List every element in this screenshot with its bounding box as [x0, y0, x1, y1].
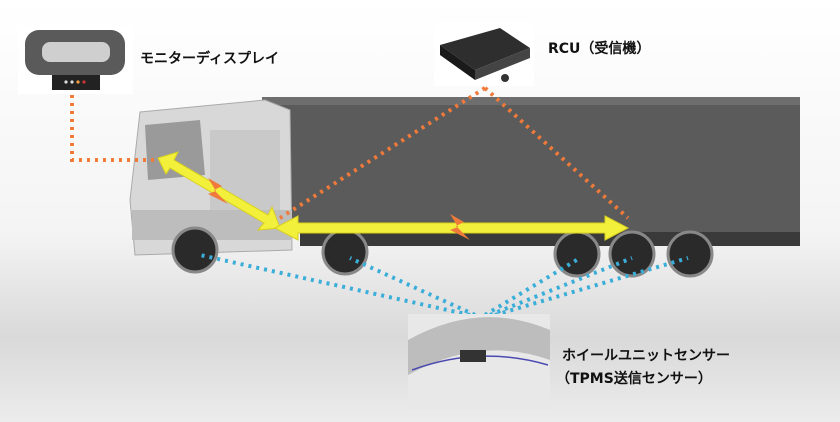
lightning-icon [208, 178, 228, 204]
wheels [171, 226, 714, 278]
wheel-front [171, 226, 219, 274]
wireless-links [199, 253, 689, 317]
monitor-display-label: モニターディスプレイ [140, 51, 280, 67]
wheel-sensor-image [408, 314, 550, 410]
monitor-display-image [18, 26, 133, 94]
lightning-icon [450, 214, 470, 240]
tpms-sensor-label: （TPMS送信センサー） [556, 371, 712, 387]
wired-links [70, 86, 630, 220]
rcu-image [434, 22, 534, 86]
lightning-icons [208, 178, 470, 240]
trailer [262, 97, 800, 246]
wheel-trailer-3 [666, 230, 714, 278]
wheel-drive [321, 228, 369, 276]
wheel-trailer-2 [608, 230, 656, 278]
wheel-sensor-label: ホイールユニットセンサー [562, 348, 730, 364]
truck-cab [129, 99, 293, 256]
rcu-label: RCU（受信機） [548, 41, 651, 57]
arrow-rcu-axles [273, 215, 630, 241]
data-arrows [157, 151, 630, 241]
